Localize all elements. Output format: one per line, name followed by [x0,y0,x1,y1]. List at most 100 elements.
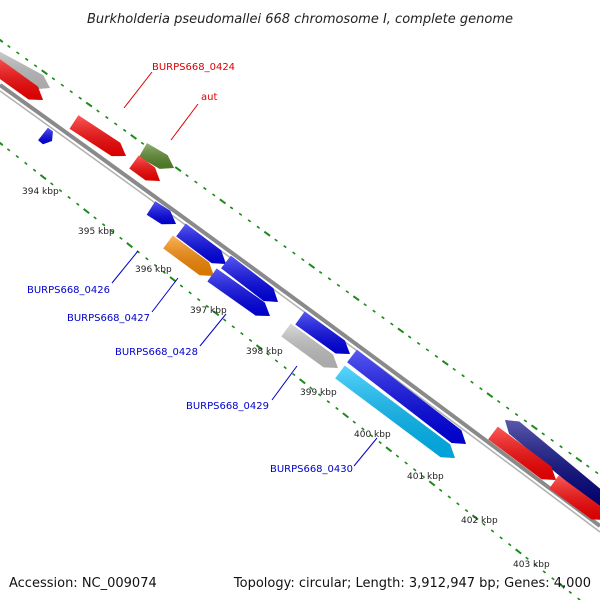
tick-mark [7,44,11,49]
gene-features [0,51,600,520]
inner-tick-ring [0,141,581,600]
tick-mark [255,344,263,351]
gene-red-b-shade [129,155,160,181]
tick-mark [397,327,405,334]
tick-mark [471,514,479,521]
tick-mark [96,109,100,113]
tick-mark [541,432,546,436]
tick-mark [342,412,349,419]
tick-mark [496,399,501,404]
tick-mark [256,225,261,229]
gene-navy-a-shade [505,420,600,510]
tick-mark [434,354,439,358]
tick-mark [162,270,166,274]
gene-label-0429: BURPS668_0429 [186,401,269,412]
kbp-label-394: 394 kbp [22,187,59,197]
tick-mark [85,101,93,108]
tick-mark [39,174,47,180]
tick-mark [416,341,421,346]
tick-mark [533,563,538,567]
tick-mark [505,406,510,410]
gene-labels: BURPS668_0424 aut BURPS668_0426 BURPS668… [27,62,353,475]
tick-mark [361,427,365,431]
tick-mark [508,543,512,547]
gene-red-d [549,475,600,520]
tick-mark [586,464,590,468]
tick-mark [335,406,339,411]
tick-mark [203,186,207,191]
accession-text: Accession: NC_009074 [9,576,157,591]
tick-mark [326,400,331,404]
tick-mark [530,424,538,431]
tick-mark [441,359,449,366]
tick-mark [274,359,279,363]
gene-label-0426: BURPS668_0426 [27,285,110,296]
tick-mark [229,206,234,210]
tick-mark [78,96,82,100]
gene-blue-small-b [146,201,176,225]
tick-mark [32,168,37,172]
tick-mark [369,434,374,438]
tick-mark [119,236,123,240]
tick-mark [381,316,385,320]
tick-mark [15,154,20,159]
tick-mark [50,182,54,186]
tick-mark [352,420,356,424]
tick-mark [470,380,474,384]
tick-mark [247,219,252,223]
tick-mark [309,386,313,390]
tick-mark [211,193,216,197]
tick-mark [219,198,227,205]
tick-mark [93,216,97,220]
tick-mark [461,374,465,378]
gene-aut [139,143,174,169]
tick-mark [105,115,109,120]
tick-mark [238,212,243,216]
tick-mark [385,446,393,453]
tick-mark [464,509,469,513]
tick-mark [263,230,271,237]
gene-blue-small-a-shade [38,127,53,145]
tick-mark [486,392,494,398]
tick-mark [24,57,29,61]
tick-mark [0,38,4,43]
tick-mark [283,366,287,370]
tick-mark [407,335,412,339]
genome-summary-text: Topology: circular; Length: 3,912,947 bp… [233,576,591,591]
tick-mark [550,438,554,442]
tick-mark [425,348,430,352]
tick-mark [212,310,220,317]
kbp-label-402: 402 kbp [461,516,498,526]
tick-mark [67,195,71,200]
gene-burps0430-shade [335,365,455,458]
tick-mark [568,451,572,455]
tick-mark [292,372,296,377]
gene-blue-e-shade [347,349,466,444]
tick-mark [76,202,80,206]
tick-mark [248,338,253,343]
gene-label-0424: BURPS668_0424 [152,62,235,73]
tick-mark [110,229,115,234]
gene-gray-a-shade [0,51,50,90]
tick-mark [169,276,177,283]
tick-mark [515,548,522,555]
leader-0429 [271,365,298,401]
tick-mark [438,488,443,492]
map-title: Burkholderia pseudomallei 668 chromosome… [87,12,513,27]
gene-burps0426-shade [176,223,226,264]
tick-mark [83,208,90,215]
tick-mark [196,297,201,302]
label-leaders [111,71,378,467]
gene-blue-c-shade [221,255,278,302]
tick-mark [345,290,350,294]
kbp-label-397: 397 kbp [190,306,227,316]
tick-mark [24,161,28,166]
gene-label-0427: BURPS668_0427 [67,313,150,324]
tick-mark [126,242,133,249]
tick-mark [153,263,158,268]
tick-mark [482,522,486,526]
tick-mark [336,283,341,287]
tick-mark [283,245,287,249]
gene-burps0427 [163,235,214,276]
